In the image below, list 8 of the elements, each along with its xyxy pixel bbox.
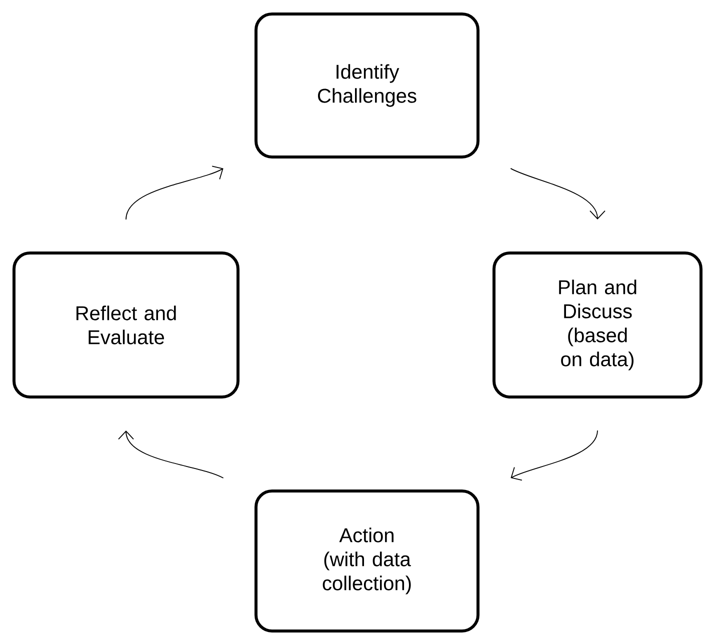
arrow (510, 430, 598, 481)
process-box: Identify Challenges (254, 12, 480, 158)
arrow (118, 430, 224, 478)
process-box: Action (with data collection) (254, 490, 480, 632)
process-box: Plan and Discuss (based on data) (492, 252, 702, 398)
arrow (126, 166, 224, 220)
process-box: Reflect and Evaluate (12, 252, 240, 398)
arrow (510, 168, 606, 220)
